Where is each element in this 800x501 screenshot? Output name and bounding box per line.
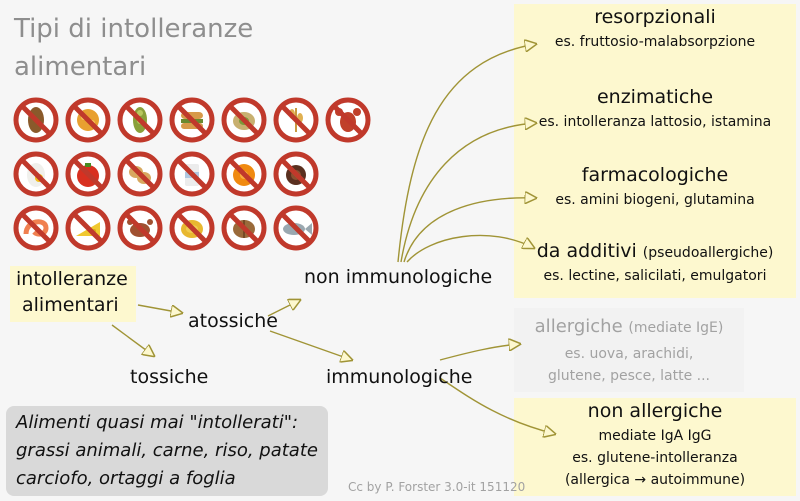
farmacologiche-heading: farmacologiche [581,164,729,186]
tossiche-node: tossiche [130,366,209,388]
tomato-icon [64,150,112,198]
almond-icon [12,96,60,144]
enzimatiche-heading: enzimatiche [596,86,714,108]
allergiche-heading-main: allergiche [534,316,623,337]
root-node-line-1: intolleranze [16,268,128,290]
non-allergic-panel [514,398,796,496]
non-immunologiche-node: non immunologiche [304,266,493,288]
walnut-icon [220,204,268,252]
allergiche-example-1: es. uova, arachidi, [564,346,694,362]
chocolate-icon [272,150,320,198]
non-allergiche-example-3: (allergica → autoimmune) [564,472,746,488]
non-immunologic-panel [514,4,796,298]
shrimp-icon [12,204,60,252]
arrow-to-non-allergiche [439,377,555,434]
arrow-to-resorpzionali [397,44,536,263]
wheat-icon [272,96,320,144]
bread-icon [168,204,216,252]
root-label-bg [10,266,136,322]
arrow-atossiche-to-immuno [269,330,352,360]
pistachio-icon [220,96,268,144]
additivi-example: es. lectine, salicilati, emulgatori [543,268,767,284]
note-line-3: carciofo, ortaggi a foglia [16,468,236,489]
non-allergiche-heading: non allergiche [587,400,723,422]
allergiche-heading: allergiche (mediate IgE) [514,316,744,337]
crab-icon [116,204,164,252]
orange-icon [220,150,268,198]
fish-icon [272,204,320,252]
additivi-heading: da additivi (pseudoallergiche) [514,240,796,262]
farmacologiche-example: es. amini biogeni, glutamina [555,192,755,208]
arrow-root-to-tossiche [111,324,154,356]
non-allergiche-example-1: mediate IgA IgG [598,428,712,444]
resorpzionali-example: es. fruttosio-malabsorpzione [554,34,756,50]
arrow-to-additivi [406,234,534,263]
enzimatiche-example: es. intolleranza lattosio, istamina [538,114,772,130]
additivi-heading-main: da additivi [536,240,637,262]
cheese-icon [64,204,112,252]
peanut-icon [116,150,164,198]
allergiche-example-2: glutene, pesce, latte ... [547,368,710,384]
note-line-2: grassi animali, carne, riso, patate [16,440,318,461]
arrow-to-enzimatiche [400,123,536,263]
resorpzionali-heading: resorpzionali [594,6,716,28]
immunologiche-node: immunologiche [326,366,473,388]
arrow-atossiche-to-nonimmuno [267,300,300,317]
non-allergiche-example-2: es. glutene-intolleranza [572,450,738,466]
egg-icon [12,150,60,198]
lobster-icon [324,96,372,144]
page-title: Tipi di intolleranze alimentari [14,14,254,82]
milk-icon [168,150,216,198]
allergic-panel [514,308,744,392]
credit-text: Cc by P. Forster 3.0-it 151120 [348,480,526,494]
allergiche-heading-extra: (mediate IgE) [628,320,724,336]
atossiche-node: atossiche [188,310,278,332]
arrow-to-farmacologiche [403,198,536,263]
soybean-icon [116,96,164,144]
arrow-root-to-atossiche [137,304,182,313]
arrow-to-allergiche [439,344,520,361]
honeycomb-icon [64,96,112,144]
burger-icon [168,96,216,144]
root-node-line-2: alimentari [22,294,119,316]
note-line-1: Alimenti quasi mai "intollerati": [16,412,299,433]
note-box: Alimenti quasi mai "intollerati": grassi… [6,406,328,496]
additivi-heading-extra: (pseudoallergiche) [642,245,774,261]
